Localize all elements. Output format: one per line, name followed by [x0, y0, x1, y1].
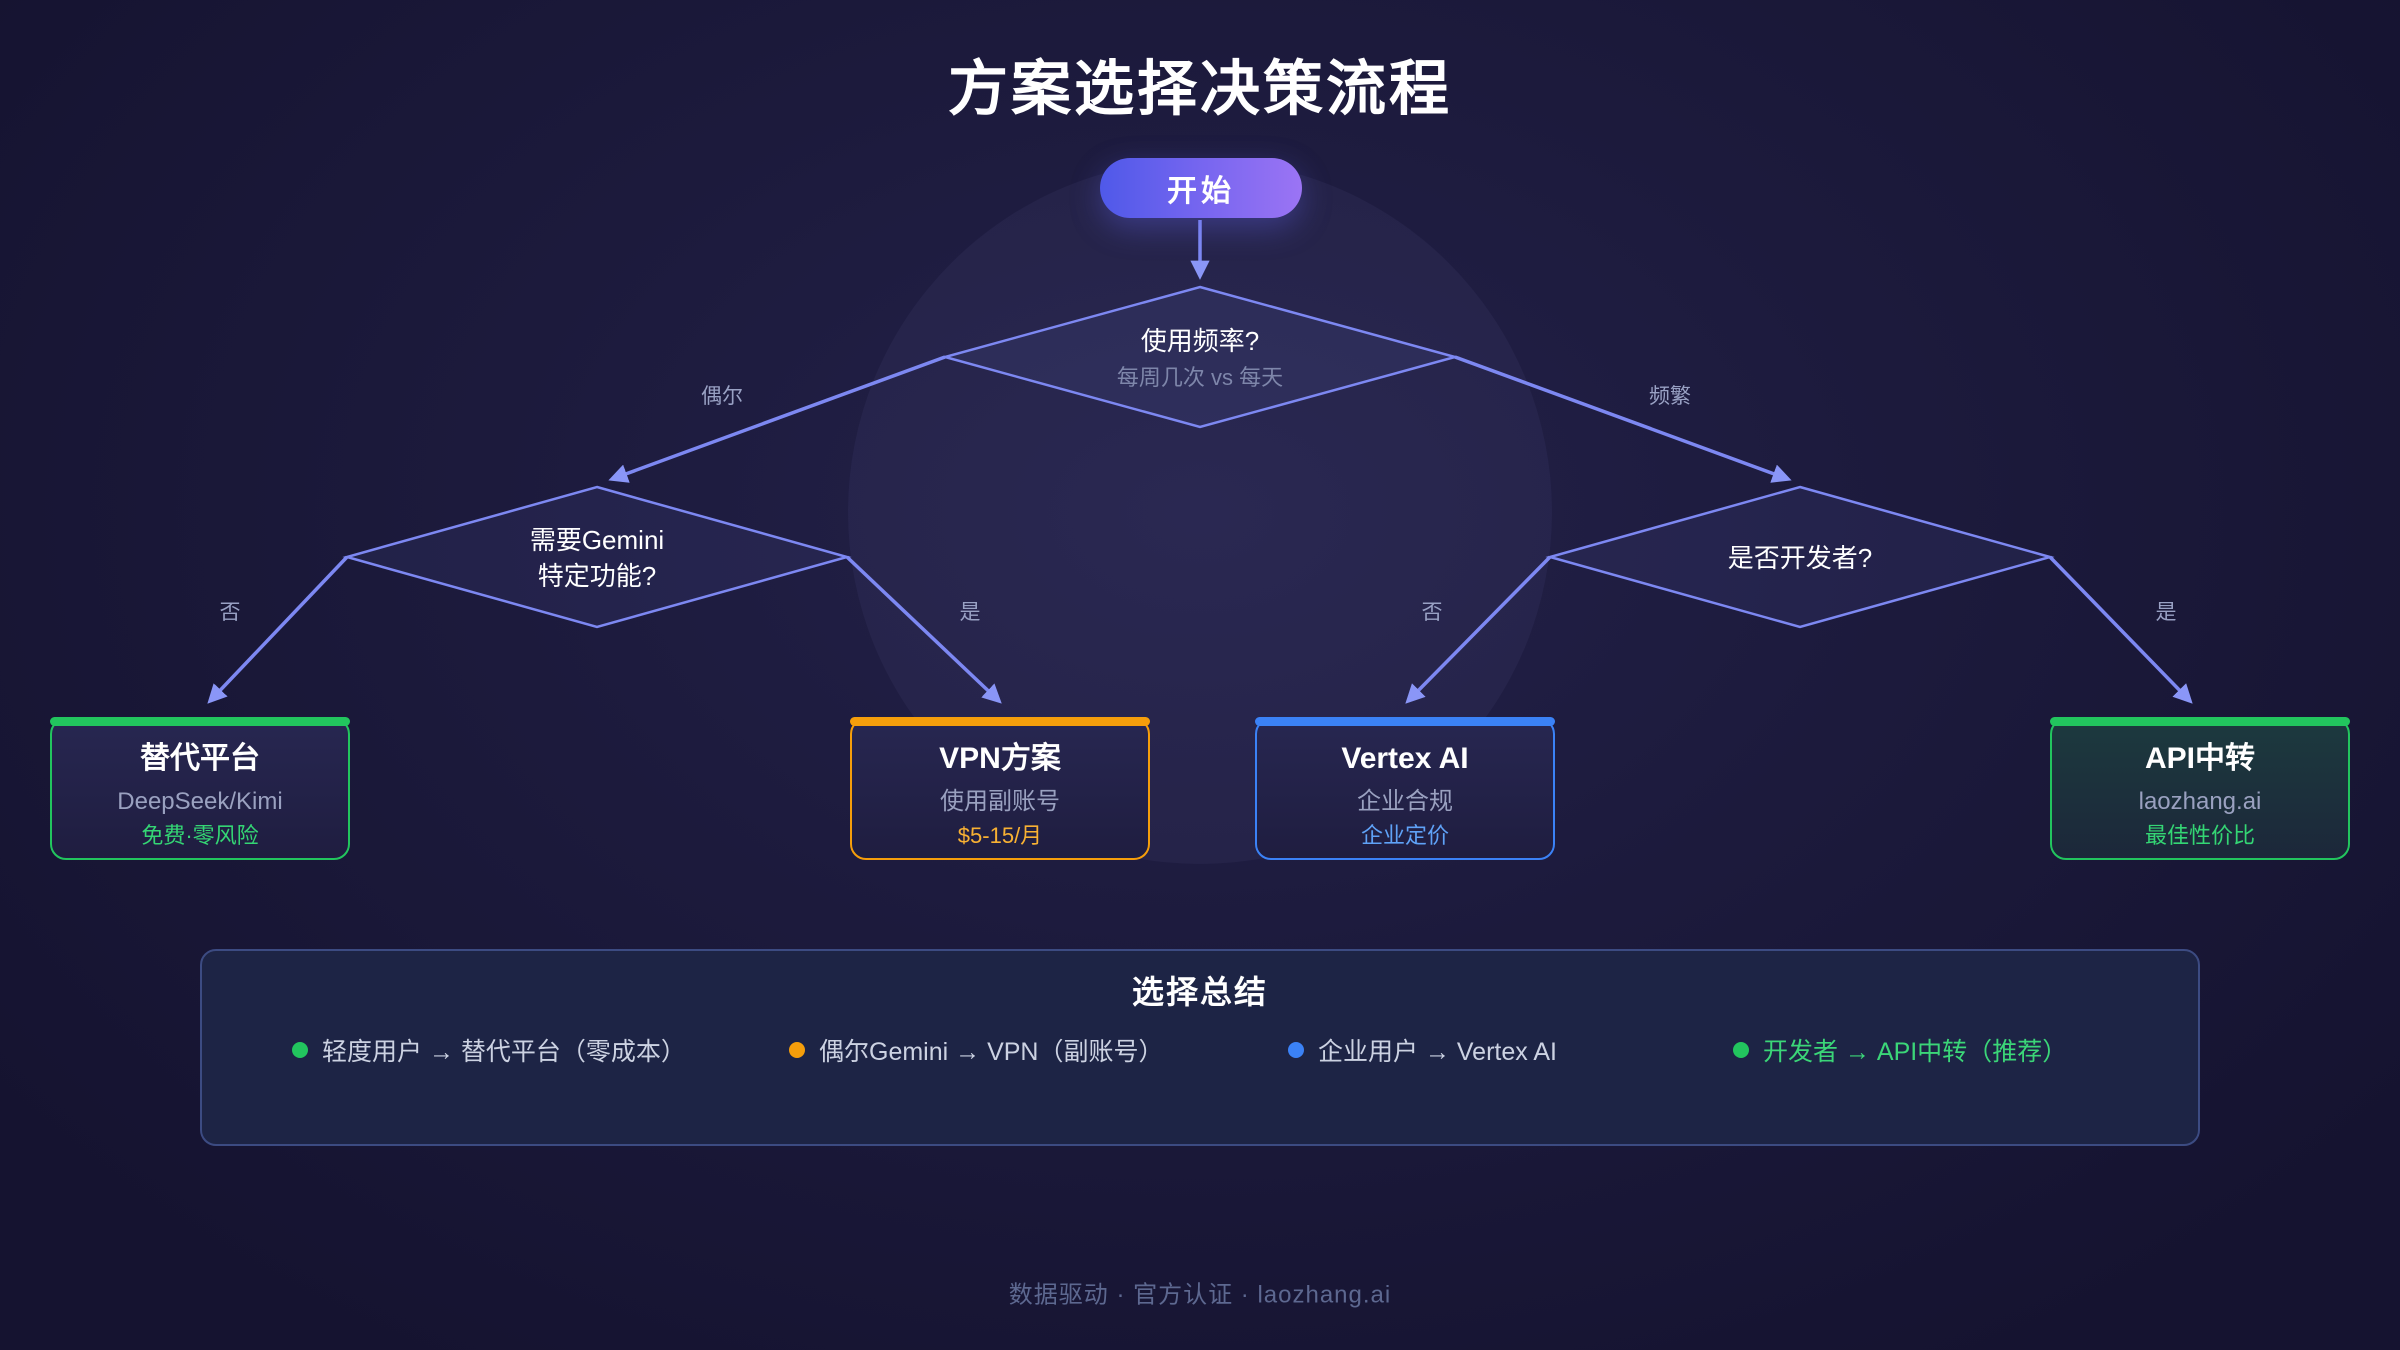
blue-dot-icon	[1288, 1042, 1304, 1058]
page-title: 方案选择决策流程	[948, 55, 1452, 123]
start-node: 开始	[1100, 158, 1302, 218]
summary-item-light-user: 轻度用户 → 替代平台（零成本）	[292, 1036, 686, 1066]
summary-item-text: 偶尔Gemini → VPN（副账号）	[819, 1038, 1164, 1066]
outcome-card-vertex-ai: Vertex AI 企业合规 企业定价	[1255, 717, 1555, 860]
summary-item-text: 轻度用户 → 替代平台（零成本）	[322, 1038, 686, 1066]
edge-label-frequent: 频繁	[1649, 385, 1691, 408]
left-decision-node: 需要Gemini 特定功能?	[530, 522, 664, 594]
root-decision-question: 使用频率?	[1140, 326, 1260, 356]
left-decision-line2: 特定功能?	[537, 561, 657, 591]
outcome-title: 替代平台	[140, 742, 260, 775]
outcome-title: Vertex AI	[1341, 742, 1469, 775]
outcome-subtitle: 企业合规	[1357, 788, 1453, 815]
root-decision-hint: 每周几次 vs 每天	[1116, 365, 1284, 390]
summary-item-developer: 开发者 → API中转（推荐）	[1733, 1036, 2067, 1066]
outcome-card-alternative-platform: 替代平台 DeepSeek/Kimi 免费·零风险	[50, 717, 350, 860]
outcome-card-api-relay: API中转 laozhang.ai 最佳性价比	[2050, 717, 2350, 860]
root-decision-diamond	[940, 285, 1460, 429]
edge-label-left-no: 否	[219, 601, 241, 624]
start-node-label: 开始	[1167, 175, 1235, 208]
footer-text: 数据驱动 · 官方认证 · laozhang.ai	[1008, 1281, 1392, 1309]
left-decision-diamond	[342, 485, 852, 629]
right-decision-question: 是否开发者?	[1727, 543, 1873, 573]
edge-label-right-no: 否	[1421, 601, 1443, 624]
edge-label-right-yes: 是	[2155, 601, 2177, 624]
outcome-subtitle: 使用副账号	[940, 788, 1060, 815]
outcome-subtitle: laozhang.ai	[2138, 788, 2262, 815]
right-decision-diamond	[1545, 485, 2055, 629]
edge-label-left-yes: 是	[959, 601, 981, 624]
outcome-title: API中转	[2144, 742, 2255, 775]
outcome-note: $5-15/月	[957, 823, 1043, 848]
edge-label-occasional: 偶尔	[701, 385, 743, 408]
root-decision-node: 使用频率? 每周几次 vs 每天	[1117, 323, 1283, 393]
outcome-note: 企业定价	[1360, 823, 1449, 848]
orange-dot-icon	[789, 1042, 805, 1058]
summary-item-text: 开发者 → API中转（推荐）	[1763, 1038, 2068, 1066]
outcome-note: 最佳性价比	[2144, 823, 2255, 848]
summary-title: 选择总结	[1131, 974, 1269, 1010]
outcome-card-vpn: VPN方案 使用副账号 $5-15/月	[850, 717, 1150, 860]
right-decision-node: 是否开发者?	[1728, 540, 1872, 576]
outcome-note: 免费·零风险	[141, 823, 259, 848]
left-decision-line1: 需要Gemini	[529, 525, 665, 555]
summary-item-text: 企业用户 → Vertex AI	[1318, 1038, 1557, 1066]
summary-panel	[200, 949, 2200, 1146]
summary-item-occasional-gemini: 偶尔Gemini → VPN（副账号）	[789, 1036, 1163, 1066]
summary-item-enterprise-user: 企业用户 → Vertex AI	[1288, 1036, 1557, 1066]
green-dot-icon	[1733, 1042, 1749, 1058]
outcome-subtitle: DeepSeek/Kimi	[117, 788, 283, 815]
outcome-title: VPN方案	[939, 742, 1061, 775]
green-dot-icon	[292, 1042, 308, 1058]
